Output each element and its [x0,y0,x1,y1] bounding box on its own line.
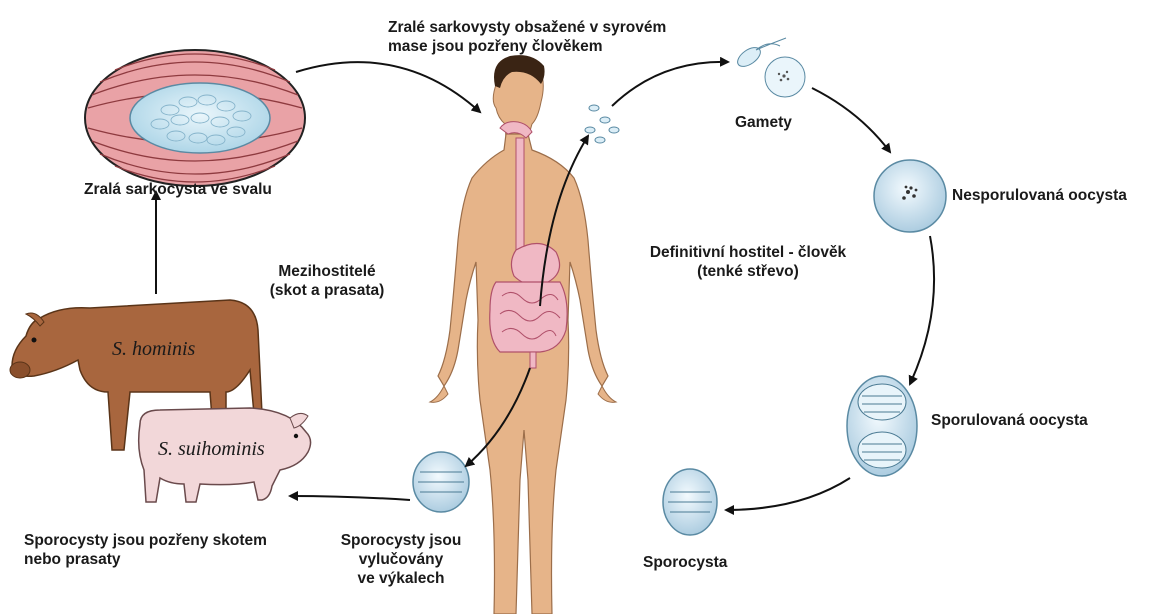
arrow-gametes-to-unsporulated [812,88,890,152]
label-definitive-host-line2: (tenké střevo) [632,262,864,281]
sporulated-oocyst-illustration [847,376,917,476]
label-excreted-line3: ve výkalech [332,569,470,588]
label-human-ingest: Zralé sarkovysty obsažené v syrovém mase… [388,18,666,56]
sporocyst-illustration [663,469,717,535]
label-ingested-by-animals: Sporocysty jsou pozřeny skotem nebo pras… [24,531,267,569]
label-intermediate-hosts: Mezihostitelé (skot a prasata) [252,262,402,300]
label-sporulated-oocyst: Sporulovaná oocysta [931,411,1088,430]
arrow-zoites-to-gametes [612,62,728,106]
label-human-ingest-line1: Zralé sarkovysty obsažené v syrovém [388,18,666,37]
label-sporocyst: Sporocysta [643,553,727,572]
arrow-sporulated-to-sporocyst [726,478,850,510]
label-cow-species: S. hominis [112,338,195,361]
zoites-illustration [585,105,619,143]
unsporulated-oocyst-illustration [874,160,946,232]
label-definitive-host-line1: Definitivní hostitel - člověk [632,243,864,262]
label-excreted-line1: Sporocysty jsou [332,531,470,550]
label-human-ingest-line2: mase jsou pozřeny člověkem [388,37,666,56]
label-pig-species: S. suihominis [158,438,265,461]
label-mature-sarcocyst: Zralá sarkocysta ve svalu [84,180,272,199]
excreted-sporocyst-illustration [413,452,469,512]
label-ingested-line1: Sporocysty jsou pozřeny skotem [24,531,267,550]
label-excreted: Sporocysty jsou vylučovány ve výkalech [332,531,470,588]
label-intermediate-line1: Mezihostitelé [252,262,402,281]
muscle-sarcocyst-illustration [85,50,305,186]
label-unsporulated-oocyst: Nesporulovaná oocysta [952,186,1127,205]
arrow-unsporulated-to-sporulated [910,236,934,384]
label-ingested-line2: nebo prasaty [24,550,267,569]
label-excreted-line2: vylučovány [332,550,470,569]
arrow-muscle-to-human [296,62,480,112]
label-gametes: Gamety [735,113,792,132]
gametes-illustration [734,38,805,97]
label-intermediate-line2: (skot a prasata) [252,281,402,300]
arrow-excreted-to-animals [290,496,410,500]
label-definitive-host: Definitivní hostitel - člověk (tenké stř… [632,243,864,281]
